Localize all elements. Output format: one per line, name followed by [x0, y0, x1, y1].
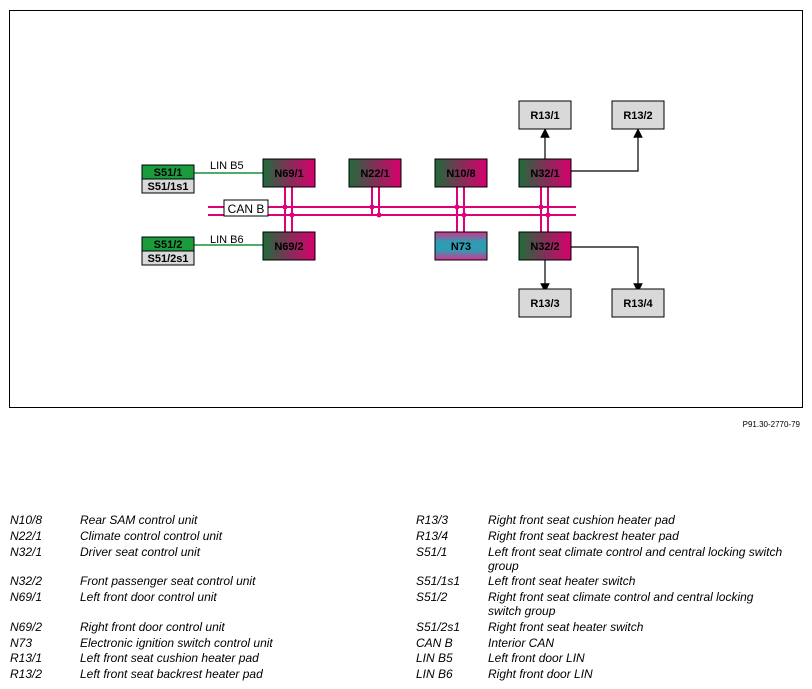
legend-code: N32/1 [10, 545, 43, 559]
svg-text:R13/1: R13/1 [530, 110, 559, 122]
legend-code: N10/8 [10, 513, 43, 527]
legend-code: R13/1 [10, 651, 43, 665]
n69-1-module: N69/1 [262, 158, 316, 188]
svg-text:S51/2: S51/2 [154, 239, 183, 251]
legend-description: Rear SAM control unit [80, 513, 198, 527]
legend-description: Right front seat backrest heater pad [488, 529, 679, 543]
heater-connections [540, 128, 643, 293]
legend-description: Driver seat control unit [80, 545, 201, 559]
legend-description: Right front door LIN [488, 667, 593, 681]
legend-description: Right front seat climate control and cen… [488, 590, 754, 618]
svg-text:N32/1: N32/1 [530, 168, 559, 180]
legend-code: R13/3 [416, 513, 449, 527]
legend-description: Right front seat cushion heater pad [488, 513, 675, 527]
svg-text:R13/3: R13/3 [530, 298, 559, 310]
legend-code: R13/4 [416, 529, 449, 543]
legend-code: CAN B [416, 636, 453, 650]
legend-code: S51/1 [416, 545, 448, 559]
svg-text:R13/4: R13/4 [623, 298, 653, 310]
legend-description: Right front door control unit [80, 620, 225, 634]
legend-description: Left front seat cushion heater pad [80, 651, 259, 665]
s51-1-switch-group: S51/1 [141, 164, 195, 180]
n73-module: N73 [434, 231, 488, 261]
legend-description: Left front seat climate control and cent… [488, 545, 783, 573]
legend-description: Left front seat backrest heater pad [80, 667, 263, 681]
figure-reference: P91.30-2770-79 [742, 420, 800, 429]
legend-description: Left front door control unit [80, 590, 217, 604]
legend-description: Front passenger seat control unit [80, 574, 256, 588]
n32-2-module: N32/2 [518, 231, 572, 261]
legend-description: Left front door LIN [488, 651, 585, 665]
legend-code: N22/1 [10, 529, 43, 543]
s51-1s1-switch: S51/1s1 [141, 178, 195, 194]
legend-code: S51/2 [416, 590, 448, 604]
s51-2-switch-group: S51/2 [141, 236, 195, 252]
n32-1-module: N32/1 [518, 158, 572, 188]
legend-code: N73 [10, 636, 33, 650]
s51-2s1-switch: S51/2s1 [141, 250, 195, 266]
r13-4-heater: R13/4 [611, 288, 665, 318]
bus-junctions [282, 204, 551, 218]
legend-description: Right front seat heater switch [488, 620, 644, 634]
legend-description: Left front seat heater switch [488, 574, 636, 588]
legend-code: N69/1 [10, 590, 43, 604]
svg-text:N69/2: N69/2 [274, 241, 303, 253]
r13-3-heater: R13/3 [518, 288, 572, 318]
bus-stubs [284, 187, 549, 233]
legend-code: N32/2 [10, 574, 43, 588]
r13-2-heater: R13/2 [611, 100, 665, 130]
legend-description: Interior CAN [488, 636, 555, 650]
legend-code: S51/1s1 [416, 574, 461, 588]
legend-description: Climate control control unit [80, 529, 223, 543]
legend-code: S51/2s1 [416, 620, 461, 634]
lin-lines [194, 172, 263, 246]
lin-b5-label: LIN B5 [210, 160, 244, 172]
svg-text:N10/8: N10/8 [446, 168, 475, 180]
n22-1-module: N22/1 [348, 158, 402, 188]
svg-text:N69/1: N69/1 [274, 168, 303, 180]
svg-text:S51/1s1: S51/1s1 [148, 181, 189, 193]
legend-code: R13/2 [10, 667, 43, 681]
can-b-label: CAN B [223, 199, 269, 217]
can-b-bus [208, 206, 576, 216]
n69-2-module: N69/2 [262, 231, 316, 261]
svg-text:N22/1: N22/1 [360, 168, 389, 180]
svg-text:CAN B: CAN B [228, 202, 265, 216]
svg-text:N32/2: N32/2 [530, 241, 559, 253]
n10-8-module: N10/8 [434, 158, 488, 188]
legend-description: Electronic ignition switch control unit [80, 636, 273, 650]
svg-text:N73: N73 [451, 241, 471, 253]
svg-text:R13/2: R13/2 [623, 110, 652, 122]
legend-code: LIN B5 [416, 651, 453, 665]
legend-code: LIN B6 [416, 667, 453, 681]
svg-text:S51/2s1: S51/2s1 [148, 253, 189, 265]
lin-b6-label: LIN B6 [210, 234, 244, 246]
svg-text:S51/1: S51/1 [154, 167, 183, 179]
legend-code: N69/2 [10, 620, 43, 634]
network-diagram: CAN B LIN B5 LIN B6 S51/1 S51/1s1 S51/2 [9, 10, 803, 408]
r13-1-heater: R13/1 [518, 100, 572, 130]
